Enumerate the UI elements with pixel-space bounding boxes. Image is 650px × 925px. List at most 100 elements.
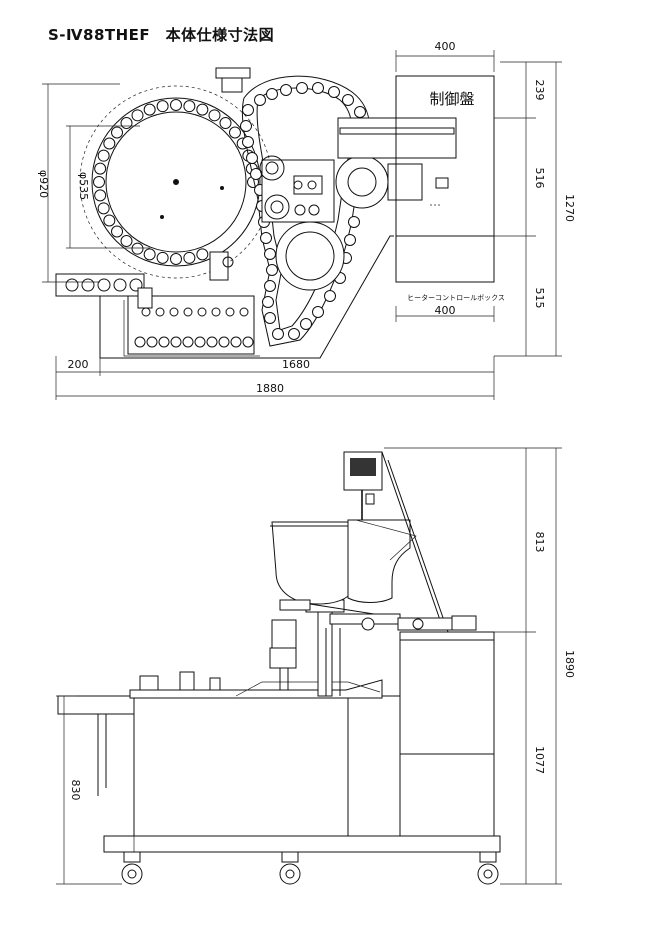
chain-link	[342, 94, 354, 106]
dim-830: 830	[69, 780, 82, 801]
turntable-pocket	[183, 251, 196, 264]
lower-chain-link	[158, 336, 170, 348]
lever-arm	[279, 599, 311, 611]
lower-chain-link	[242, 336, 254, 348]
dim-1270: 1270	[563, 194, 576, 222]
lower-chain-link	[170, 336, 182, 348]
caster-wheel	[121, 863, 143, 885]
chain-link	[348, 216, 360, 228]
chain-link	[264, 280, 276, 292]
turntable-pockets	[93, 99, 259, 265]
turntable-pocket	[120, 234, 133, 247]
plate-clamp	[209, 677, 221, 691]
plate-clamp	[179, 671, 195, 691]
dim-heater-box-width: 400	[435, 304, 456, 317]
dim-panel-width: 400	[435, 40, 456, 53]
dispenser-body	[271, 619, 297, 649]
chain-link	[312, 306, 324, 318]
chain-link	[266, 88, 278, 100]
dim-1890: 1890	[563, 650, 576, 678]
dim-516: 516	[533, 168, 546, 189]
turntable-inner-edge	[105, 111, 247, 253]
nozzle-housing	[387, 163, 423, 201]
roller	[264, 194, 290, 220]
chain-link	[240, 120, 252, 132]
turntable-pocket	[111, 126, 124, 139]
chain-link	[280, 84, 292, 96]
lower-chain-link	[182, 336, 194, 348]
turntable-pocket	[208, 109, 221, 122]
lower-chain-link	[197, 307, 207, 317]
turntable-center	[173, 179, 179, 185]
chain-link	[264, 312, 276, 324]
chain-link	[260, 232, 272, 244]
dim-239: 239	[533, 80, 546, 101]
turntable-pocket	[120, 117, 133, 130]
control-cabinet-door	[399, 639, 495, 755]
turntable-pocket	[131, 242, 144, 255]
control-cabinet	[399, 631, 495, 837]
turntable-pocket	[143, 103, 156, 116]
heater-box-label: ヒーターコントロールボックス	[407, 293, 505, 302]
chute-roller	[81, 278, 95, 292]
pivot	[222, 256, 234, 268]
dim-1077: 1077	[533, 746, 546, 774]
lower-conveyor-frame	[127, 295, 255, 355]
lower-chain-link	[169, 307, 179, 317]
chain-link	[300, 318, 312, 330]
caster-wheel	[279, 863, 301, 885]
base-rail	[103, 835, 501, 853]
dim-1880: 1880	[256, 382, 284, 395]
turntable-outer-edge	[91, 97, 261, 267]
chain-link	[242, 104, 254, 116]
upper-drum	[335, 155, 389, 209]
top-bracket	[215, 67, 251, 79]
dim-515: 515	[533, 288, 546, 309]
chain-link	[344, 234, 356, 246]
bolt	[308, 204, 320, 216]
chain-link	[328, 86, 340, 98]
turntable-pocket	[156, 251, 169, 264]
base-inner	[123, 300, 260, 357]
roller	[259, 155, 285, 181]
chain-link	[242, 136, 254, 148]
middle-cabinet	[347, 695, 401, 837]
side-view: 813 1077 1890 830	[56, 447, 576, 885]
chain-link	[254, 94, 266, 106]
lower-chain-link	[218, 336, 230, 348]
control-panel-label: 制御盤	[429, 90, 474, 108]
turntable-pocket	[103, 137, 116, 150]
lower-chain-link	[134, 336, 146, 348]
turntable-pocket	[196, 248, 209, 261]
caster-middle	[279, 851, 301, 885]
dim-1680: 1680	[282, 358, 310, 371]
valve	[365, 493, 375, 505]
turntable-pocket	[97, 149, 110, 162]
chain-link	[262, 296, 274, 308]
drawing-title: S-Ⅳ88THEF 本体仕様寸法図	[48, 26, 275, 44]
lower-chain-link	[141, 307, 151, 317]
chute-roller	[129, 278, 143, 292]
bolt	[307, 180, 317, 190]
upper-drum-inner	[347, 167, 377, 197]
turntable-marker	[220, 186, 224, 190]
chute-roller	[65, 278, 79, 292]
turntable-pocket	[183, 100, 196, 113]
caster-wheel	[477, 863, 499, 885]
bolt	[294, 204, 306, 216]
caster-mount	[123, 851, 141, 863]
turntable-pocket	[103, 214, 116, 227]
turntable-pocket	[93, 176, 105, 188]
lower-chain-link	[194, 336, 206, 348]
hopper-left	[271, 521, 357, 605]
tank-gauge	[350, 458, 376, 476]
chain-link	[312, 82, 324, 94]
roller-hub	[265, 161, 279, 175]
diagonal-support	[381, 451, 441, 621]
control-panel-box	[395, 75, 495, 283]
lower-chain-link	[206, 336, 218, 348]
chute-roller	[113, 278, 127, 292]
lower-drum-inner	[285, 231, 335, 281]
